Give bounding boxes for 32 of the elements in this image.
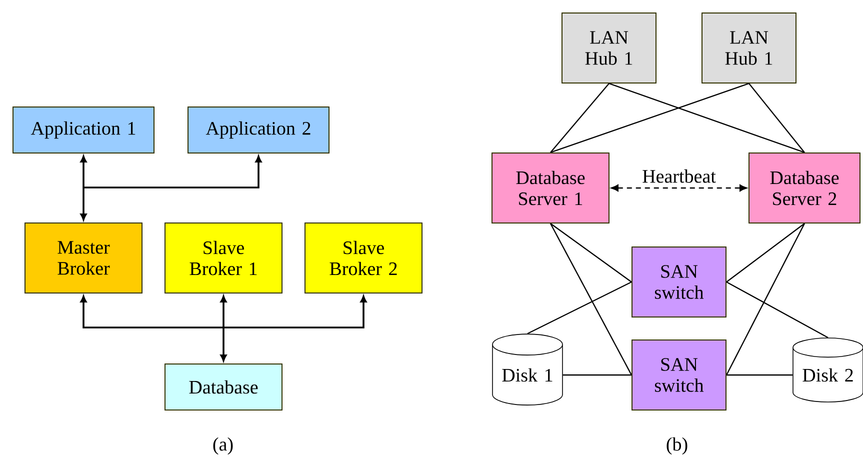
application-box: Application 2 [188,106,330,154]
server-box: Database Server 1 [492,152,610,224]
broker-box: Slave Broker 2 [304,222,422,294]
connector-line [550,223,632,376]
connector-line [726,223,805,282]
connector-line [726,223,806,376]
panel-label: (b) [666,437,688,455]
switch-box: SAN switch [632,340,726,410]
hub-box: LAN Hub 1 [702,12,796,84]
panel-label: (a) [213,437,233,455]
broker-box: Master Broker [24,222,142,294]
application-box: Application 1 [12,106,154,154]
disk-cylinder: Disk 1 [492,334,563,406]
connector-line [608,82,805,154]
broker-box: Slave Broker 1 [164,222,282,294]
connector-line [748,83,805,153]
arrow [611,184,747,192]
switch-box: SAN switch [632,246,726,318]
database-box: Database [164,364,282,410]
connector-line [726,281,828,338]
hub-box: LAN Hub 1 [562,12,656,84]
disk-cylinder: Disk 2 [792,338,863,402]
connector-line [550,82,750,154]
arrow [80,156,262,220]
connector-line [726,374,793,376]
server-box: Database Server 2 [748,152,860,224]
connector-line [562,374,632,376]
arrow [80,296,367,362]
connector-line [550,223,632,282]
connector-line [527,281,632,334]
edge-label: Heartbeat [642,169,716,183]
connector-line [550,83,610,153]
